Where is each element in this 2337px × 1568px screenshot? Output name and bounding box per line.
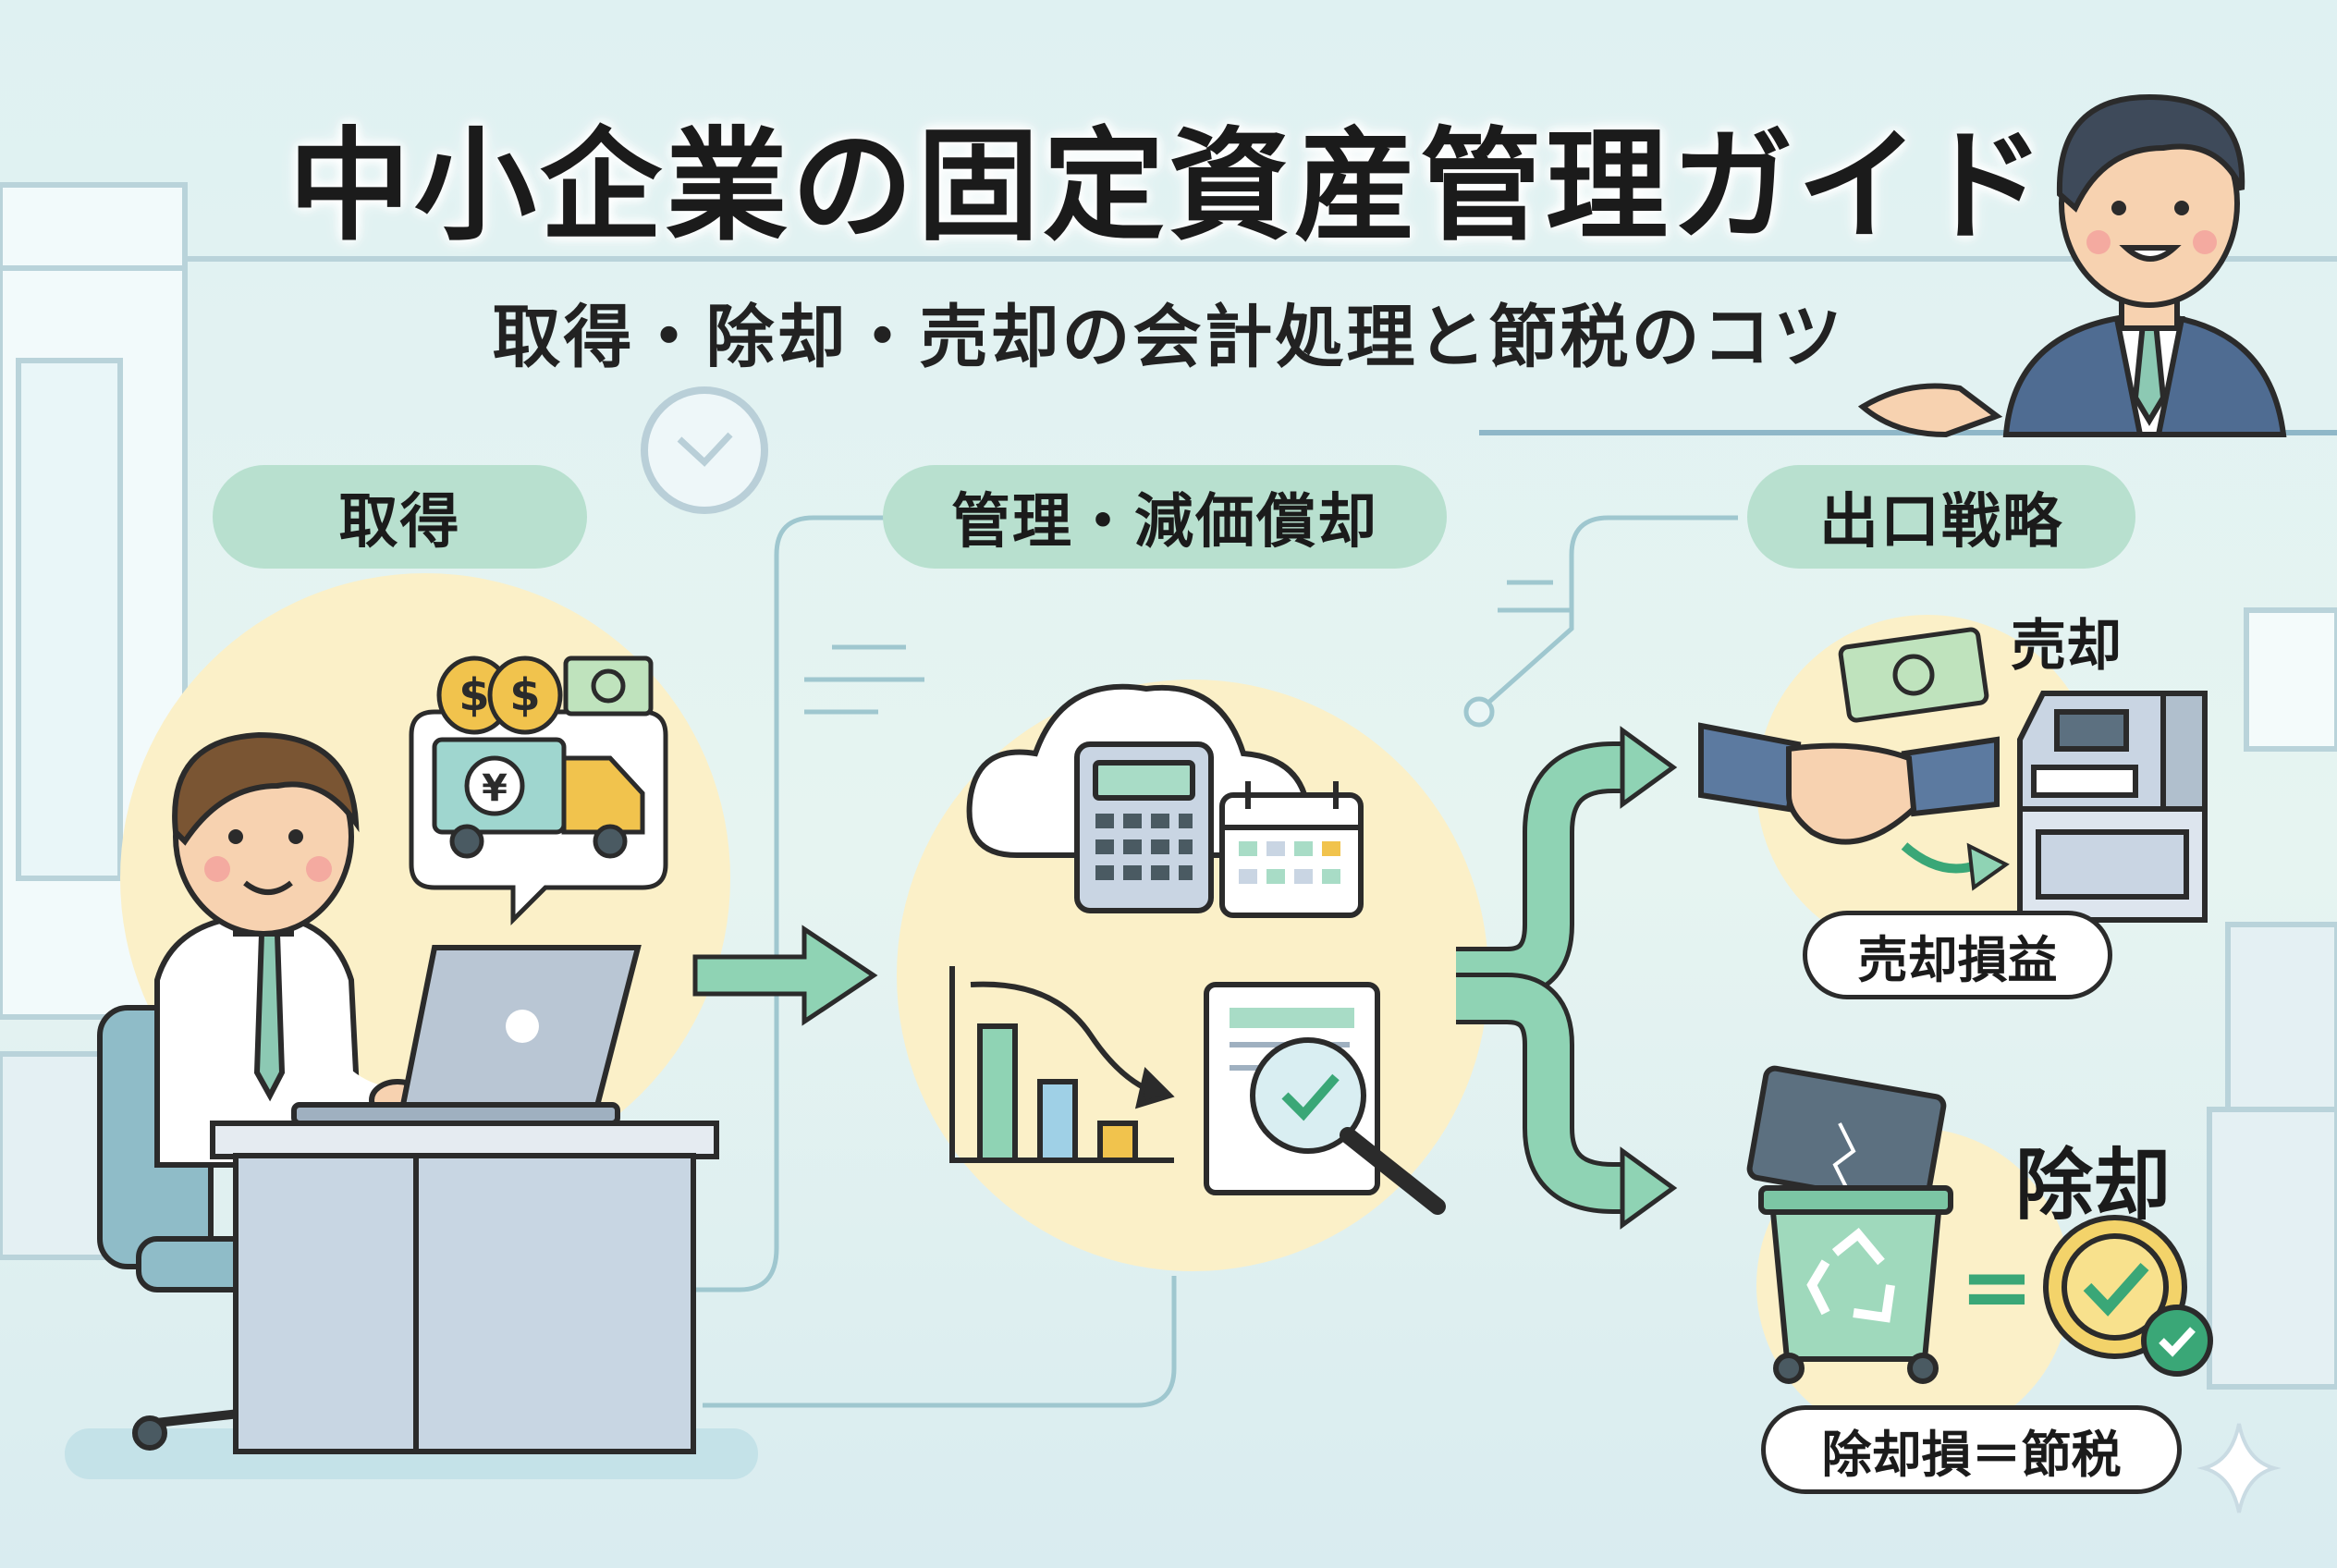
arrow-acquire-to-manage bbox=[692, 925, 878, 1026]
calendar-icon bbox=[1219, 781, 1364, 918]
equals-sign: = bbox=[1960, 1235, 2034, 1339]
delivery-truck-icon: ¥ bbox=[432, 737, 645, 859]
banknote-icon bbox=[1838, 627, 1989, 723]
dispose-result-tag: 除却損＝節税 bbox=[1761, 1405, 2182, 1494]
recycle-icon bbox=[1806, 1228, 1895, 1323]
page-subtitle: 取得・除却・売却の会計処理と節税のコツ bbox=[492, 298, 1845, 377]
sell-title: 売却 bbox=[2011, 614, 2122, 679]
declining-chart-icon bbox=[949, 966, 1175, 1163]
inspection-document-icon bbox=[1204, 982, 1446, 1215]
truck-yen-symbol: ¥ bbox=[482, 767, 508, 810]
purchase-bubble: $ $ ¥ bbox=[409, 655, 668, 926]
approved-coin-icon bbox=[2043, 1215, 2213, 1377]
dispose-title: 除却 bbox=[2015, 1140, 2172, 1231]
sell-transfer-arrowhead bbox=[1966, 842, 2010, 891]
handshake-icon bbox=[1698, 722, 2000, 845]
page-title: 中小企業の固定資産管理ガイド bbox=[288, 116, 2049, 258]
circuit-lines bbox=[693, 515, 1738, 1408]
branch-arrows bbox=[1456, 726, 1678, 1230]
recycle-bin-icon bbox=[1758, 1185, 1953, 1384]
stage-label-acquire: 取得 bbox=[213, 465, 587, 569]
laptop-icon bbox=[291, 945, 642, 1126]
money-bag-symbol: $ bbox=[459, 669, 489, 721]
desk-icon bbox=[210, 1121, 719, 1454]
banknote-icon bbox=[563, 655, 654, 717]
money-bag-symbol: $ bbox=[509, 669, 540, 721]
stage-label-manage: 管理・減価償却 bbox=[883, 465, 1447, 569]
money-bag-icon: $ bbox=[487, 655, 563, 735]
clock-icon bbox=[641, 386, 768, 514]
stage-label-exit: 出口戦略 bbox=[1747, 465, 2135, 569]
calculator-icon bbox=[1074, 741, 1214, 913]
sparkle-icon bbox=[2196, 1423, 2282, 1513]
presenter-icon bbox=[1857, 93, 2287, 438]
asset-machine-icon bbox=[2017, 691, 2208, 923]
sell-result-tag: 売却損益 bbox=[1803, 911, 2112, 999]
